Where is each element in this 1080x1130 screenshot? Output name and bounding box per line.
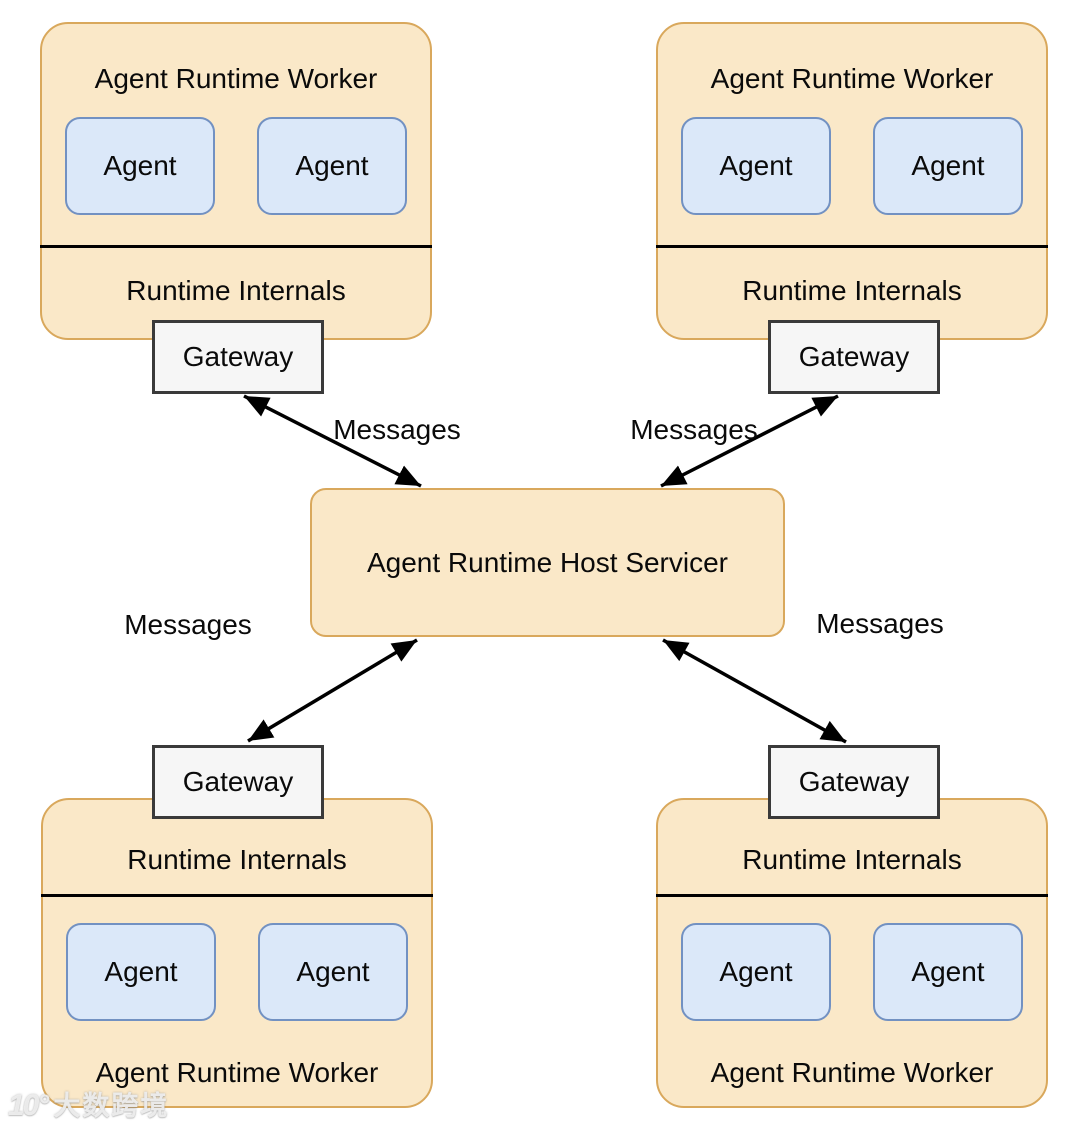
runtime-internals-label: Runtime Internals: [742, 275, 962, 306]
divider-line: [40, 245, 432, 248]
worker-box-bottom-right: Runtime Internals Agent Agent Agent Runt…: [656, 798, 1048, 1108]
messages-label-bottom-right: Messages: [816, 608, 944, 639]
watermark-logo: 10°: [8, 1089, 49, 1122]
agent-box: Agent: [258, 923, 408, 1021]
gateway-box-bottom-right: Gateway: [768, 745, 940, 819]
gateway-box-top-right: Gateway: [768, 320, 940, 394]
gateway-label: Gateway: [798, 766, 910, 797]
messages-label-bottom-left: Messages: [124, 609, 252, 640]
gateway-box-top-left: Gateway: [152, 320, 324, 394]
agent-box: Agent: [681, 923, 831, 1021]
runtime-internals-label: Runtime Internals: [127, 844, 347, 875]
agent-box: Agent: [873, 923, 1023, 1021]
worker-box-top-right: Agent Runtime Worker Agent Agent Runtime…: [656, 22, 1048, 340]
agent-box: Agent: [257, 117, 407, 215]
runtime-internals-label: Runtime Internals: [126, 275, 346, 306]
messages-label-top-left: Messages: [333, 414, 461, 445]
worker-box-top-left: Agent Runtime Worker Agent Agent Runtime…: [40, 22, 432, 340]
worker-title: Agent Runtime Worker: [710, 1057, 994, 1088]
host-servicer-label: Agent Runtime Host Servicer: [366, 546, 729, 578]
agent-box: Agent: [873, 117, 1023, 215]
arrow-bottom-right: [662, 638, 847, 744]
divider-line: [656, 245, 1048, 248]
agent-box: Agent: [66, 923, 216, 1021]
gateway-label: Gateway: [182, 766, 294, 797]
agents-row: Agent Agent: [681, 923, 1023, 1021]
worker-box-bottom-left: Runtime Internals Agent Agent Agent Runt…: [41, 798, 433, 1108]
agents-row: Agent Agent: [65, 117, 407, 215]
worker-title: Agent Runtime Worker: [94, 63, 378, 94]
gateway-box-bottom-left: Gateway: [152, 745, 324, 819]
divider-line: [41, 894, 433, 897]
agents-row: Agent Agent: [66, 923, 408, 1021]
runtime-internals-label: Runtime Internals: [742, 844, 962, 875]
agents-row: Agent Agent: [681, 117, 1023, 215]
agent-box: Agent: [681, 117, 831, 215]
worker-title: Agent Runtime Worker: [95, 1057, 379, 1088]
arrow-bottom-left: [247, 638, 418, 743]
gateway-label: Gateway: [182, 341, 294, 372]
host-servicer-box: Agent Runtime Host Servicer: [310, 488, 785, 637]
gateway-label: Gateway: [798, 341, 910, 372]
agent-box: Agent: [65, 117, 215, 215]
messages-label-top-right: Messages: [630, 414, 758, 445]
divider-line: [656, 894, 1048, 897]
worker-title: Agent Runtime Worker: [710, 63, 994, 94]
